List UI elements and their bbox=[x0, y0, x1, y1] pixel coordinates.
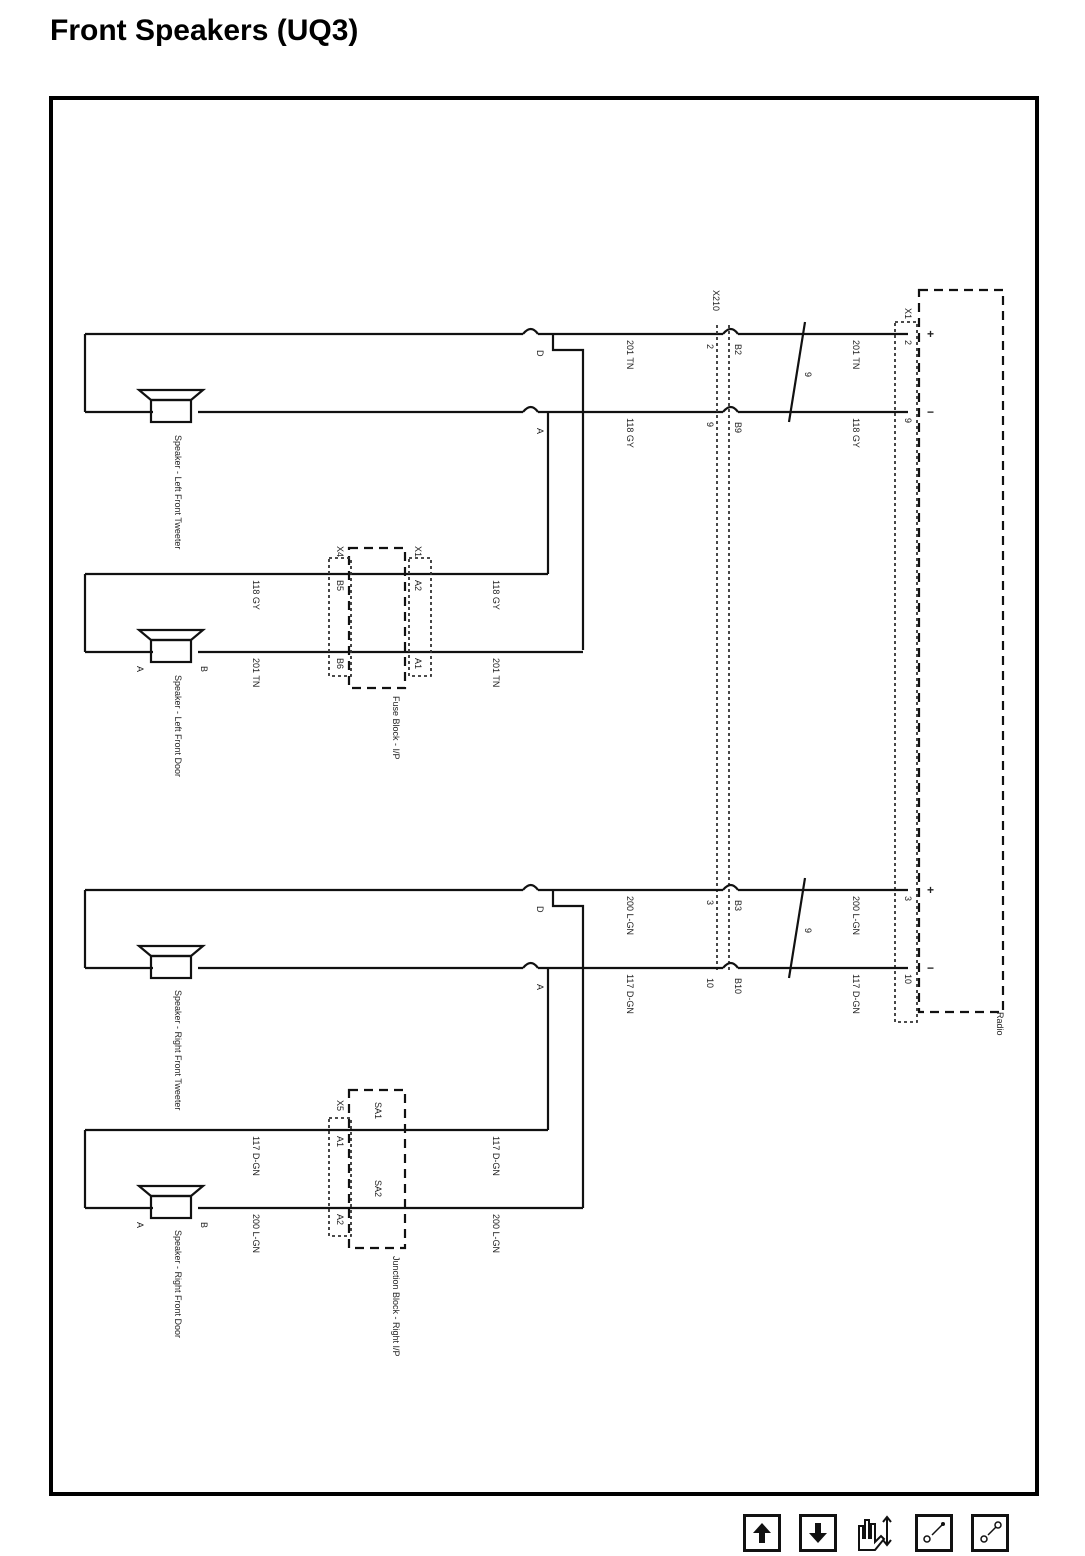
speaker-icon bbox=[135, 944, 207, 980]
diagram-label: 200 L-GN bbox=[625, 896, 635, 935]
rf-door-label: Speaker - Right Front Door bbox=[173, 1230, 183, 1338]
diagram-label: 117 D-GN bbox=[851, 974, 861, 1014]
diagram-label: SA2 bbox=[373, 1180, 383, 1197]
diagram-label: 9 bbox=[803, 928, 813, 933]
wire-lf-tweeter-plus bbox=[83, 332, 908, 412]
diagram-label: A2 bbox=[335, 1214, 345, 1225]
diagram-label: A1 bbox=[335, 1136, 345, 1147]
diagram-label: B2 bbox=[733, 344, 743, 355]
diagram-label: 118 GY bbox=[851, 418, 861, 448]
page-title: Front Speakers (UQ3) bbox=[50, 14, 359, 47]
diagram-label: 200 L-GN bbox=[491, 1214, 501, 1253]
wire-rf-door-117 bbox=[83, 1128, 548, 1208]
rf-tweeter-label: Speaker - Right Front Tweeter bbox=[173, 990, 183, 1110]
wire-lf-door-118 bbox=[83, 572, 548, 652]
arrow-down-icon[interactable] bbox=[799, 1514, 837, 1552]
diagram-label: 201 TN bbox=[251, 658, 261, 687]
diagram-label: D bbox=[535, 906, 545, 913]
diagram-label: Fuse Block - I/P bbox=[391, 696, 401, 760]
diagram-label: X1 bbox=[413, 546, 423, 557]
diagram-label: 200 L-GN bbox=[851, 896, 861, 935]
speaker-icon bbox=[135, 388, 207, 424]
diagram-label: 118 GY bbox=[491, 580, 501, 610]
diagram-label: B5 bbox=[335, 580, 345, 591]
diagram-label: 117 D-GN bbox=[251, 1136, 261, 1176]
splice-lf-tweeter bbox=[546, 334, 585, 650]
diagram-label: B6 bbox=[335, 658, 345, 669]
diagram-label: B bbox=[199, 1222, 209, 1228]
diagram-label: + bbox=[927, 327, 934, 341]
diagram-label: B9 bbox=[733, 422, 743, 433]
diagram-label: 118 GY bbox=[625, 418, 635, 448]
diagram-label: D bbox=[535, 350, 545, 357]
diagram-label: − bbox=[927, 961, 934, 975]
diagram-label: 9 bbox=[803, 372, 813, 377]
radio-module bbox=[917, 288, 1005, 1014]
lf-door-label: Speaker - Left Front Door bbox=[173, 675, 183, 777]
diagram-label: SA1 bbox=[373, 1102, 383, 1119]
diagram-label: B10 bbox=[733, 978, 743, 994]
diagram-label: 117 D-GN bbox=[625, 974, 635, 1014]
locator-icon[interactable] bbox=[971, 1514, 1009, 1552]
diagram-label: 10 bbox=[903, 974, 913, 984]
wire-rf-tweeter-plus bbox=[83, 888, 908, 968]
splice-rf-tweeter bbox=[546, 890, 585, 1208]
arrow-up-icon[interactable] bbox=[743, 1514, 781, 1552]
diagram-label: 117 D-GN bbox=[491, 1136, 501, 1176]
diagram-label: 118 GY bbox=[251, 580, 261, 610]
diagram-label: X5 bbox=[335, 1100, 345, 1111]
diagram-label: B3 bbox=[733, 900, 743, 911]
diagram-label: 9 bbox=[705, 422, 715, 427]
diagram-label: 201 TN bbox=[491, 658, 501, 687]
diagram-label: 2 bbox=[705, 344, 715, 349]
diagram-label: X210 bbox=[711, 290, 721, 311]
diagram-label: A bbox=[535, 984, 545, 990]
diagram-label: 3 bbox=[903, 896, 913, 901]
diagram-label: − bbox=[927, 405, 934, 419]
diagram-label: A bbox=[135, 1222, 145, 1228]
wiring-diagram: Speaker - Left Front Tweeter D A Speaker… bbox=[83, 288, 1005, 1357]
diagram-label: 10 bbox=[705, 978, 715, 988]
diagram-label: 3 bbox=[705, 900, 715, 905]
diagram-label: A2 bbox=[413, 580, 423, 591]
diagram-label: X1 bbox=[903, 308, 913, 319]
diagram-label: A bbox=[535, 428, 545, 434]
connector-x210 bbox=[716, 325, 730, 970]
diagram-frame: Speaker - Left Front Tweeter D A Speaker… bbox=[49, 96, 1039, 1552]
diagram-label: + bbox=[927, 883, 934, 897]
diagram-label: Radio bbox=[995, 1012, 1005, 1036]
diagram-label: 9 bbox=[903, 418, 913, 423]
fuse-block bbox=[347, 546, 407, 690]
diagram-label: B bbox=[199, 666, 209, 672]
speaker-icon bbox=[135, 628, 207, 664]
junction-block bbox=[347, 1088, 407, 1250]
speaker-icon bbox=[135, 1184, 207, 1220]
diagram-label: 200 L-GN bbox=[251, 1214, 261, 1253]
diagram-label: X4 bbox=[335, 546, 345, 557]
diagram-label: A1 bbox=[413, 658, 423, 669]
diagram-label: 201 TN bbox=[625, 340, 635, 369]
lf-tweeter-label: Speaker - Left Front Tweeter bbox=[173, 435, 183, 549]
diagram-label: Junction Block - Right I/P bbox=[391, 1256, 401, 1357]
locator-icon[interactable] bbox=[915, 1514, 953, 1552]
diagram-label: A bbox=[135, 666, 145, 672]
diagram-label: 2 bbox=[903, 340, 913, 345]
diagram-label: 201 TN bbox=[851, 340, 861, 369]
hand-pointer-icon[interactable] bbox=[849, 1512, 897, 1556]
